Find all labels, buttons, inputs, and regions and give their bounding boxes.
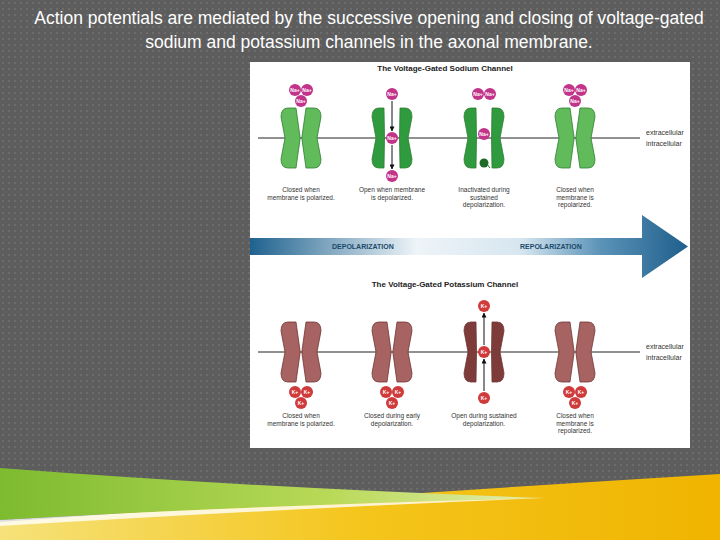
potassium-ion: K+ — [478, 346, 490, 358]
white-swoosh — [0, 498, 545, 526]
ion-symbol: Na+ — [386, 132, 398, 144]
ion-symbol: K+ — [301, 386, 313, 398]
potassium-ion: K+ — [392, 386, 404, 398]
channel-subunit — [555, 108, 574, 168]
ion-symbol: K+ — [478, 300, 490, 312]
sodium-ion: Na+ — [301, 84, 313, 96]
side-label: intracellular — [646, 140, 682, 148]
panel-title: The Voltage-Gated Potassium Channel — [315, 280, 575, 290]
ion-symbol: Na+ — [472, 88, 484, 100]
channel-subunit — [492, 108, 505, 168]
sodium-ion: Na+ — [575, 84, 587, 96]
slide-title: Action potentials are mediated by the su… — [22, 6, 716, 54]
potassium-ion: K+ — [301, 386, 313, 398]
state-caption: Open when membrane is depolarized. — [357, 186, 427, 201]
ion-flow-arrow — [484, 313, 485, 345]
channel-subunit — [372, 322, 391, 382]
ion-flow-arrow — [392, 145, 393, 169]
state-caption: Inactivated during sustained depolarizat… — [449, 186, 519, 209]
ion-symbol: Na+ — [478, 128, 490, 140]
sodium-ion: Na+ — [386, 132, 398, 144]
sodium-ion: Na+ — [295, 95, 307, 107]
ion-symbol: K+ — [575, 386, 587, 398]
ion-symbol: Na+ — [575, 84, 587, 96]
arrow-band-shape — [250, 215, 688, 278]
channel-subunit — [281, 322, 300, 382]
channel-subunit — [400, 108, 413, 168]
ion-symbol: Na+ — [295, 95, 307, 107]
potassium-ion: K+ — [569, 397, 581, 409]
arrow-band-shape — [250, 215, 688, 278]
channel-subunit — [576, 322, 595, 382]
ion-symbol: Na+ — [484, 88, 496, 100]
channel-subunit — [576, 108, 595, 168]
potassium-ion: K+ — [295, 397, 307, 409]
ion-symbol: K+ — [392, 386, 404, 398]
sodium-ion: Na+ — [478, 128, 490, 140]
state-caption: Open during sustained depolarization. — [449, 412, 519, 427]
green-swoosh — [0, 468, 545, 520]
state-caption: Closed during early depolarization. — [357, 412, 427, 427]
ion-symbol: K+ — [478, 346, 490, 358]
phase-arrow-band: DEPOLARIZATION REPOLARIZATION — [250, 215, 688, 278]
inactivation-gate — [480, 159, 489, 168]
sodium-ion: Na+ — [484, 88, 496, 100]
panel-title: The Voltage-Gated Sodium Channel — [315, 64, 575, 74]
ion-symbol: Na+ — [386, 170, 398, 182]
state-caption: Closed when membrane is repolarized. — [540, 186, 610, 209]
side-label: extracellular — [646, 129, 684, 137]
channel-subunit — [492, 322, 505, 382]
channel-subunit — [372, 108, 385, 168]
potassium-ion: K+ — [478, 300, 490, 312]
sodium-ion: Na+ — [386, 170, 398, 182]
channel-subunit — [302, 108, 321, 168]
state-caption: Closed when membrane is repolarized. — [540, 412, 610, 435]
side-label: extracellular — [646, 343, 684, 351]
channel-subunit — [464, 108, 477, 168]
channel-subunit — [464, 322, 477, 382]
channel-subunit — [281, 108, 300, 168]
potassium-ion: K+ — [575, 386, 587, 398]
ion-symbol: Na+ — [386, 88, 398, 100]
state-caption: Closed when membrane is polarized. — [266, 412, 336, 427]
ion-symbol: K+ — [386, 397, 398, 409]
side-label: intracellular — [646, 354, 682, 362]
state-caption: Closed when membrane is polarized. — [266, 186, 336, 201]
sodium-ion: Na+ — [472, 88, 484, 100]
ion-symbol: Na+ — [569, 95, 581, 107]
ion-symbol: K+ — [295, 397, 307, 409]
channel-subunit — [393, 322, 412, 382]
ion-symbol: Na+ — [301, 84, 313, 96]
sodium-ion: Na+ — [386, 88, 398, 100]
channel-subunit — [302, 322, 321, 382]
ion-symbol: K+ — [478, 392, 490, 404]
phase-label: REPOLARIZATION — [520, 243, 582, 251]
figure-panel — [250, 62, 690, 448]
potassium-ion: K+ — [478, 392, 490, 404]
ion-flow-arrow — [392, 101, 393, 131]
potassium-ion: K+ — [386, 397, 398, 409]
channel-subunit — [555, 322, 574, 382]
ion-flow-arrow — [484, 359, 485, 391]
ion-symbol: K+ — [569, 397, 581, 409]
sodium-ion: Na+ — [569, 95, 581, 107]
phase-label: DEPOLARIZATION — [332, 243, 394, 251]
